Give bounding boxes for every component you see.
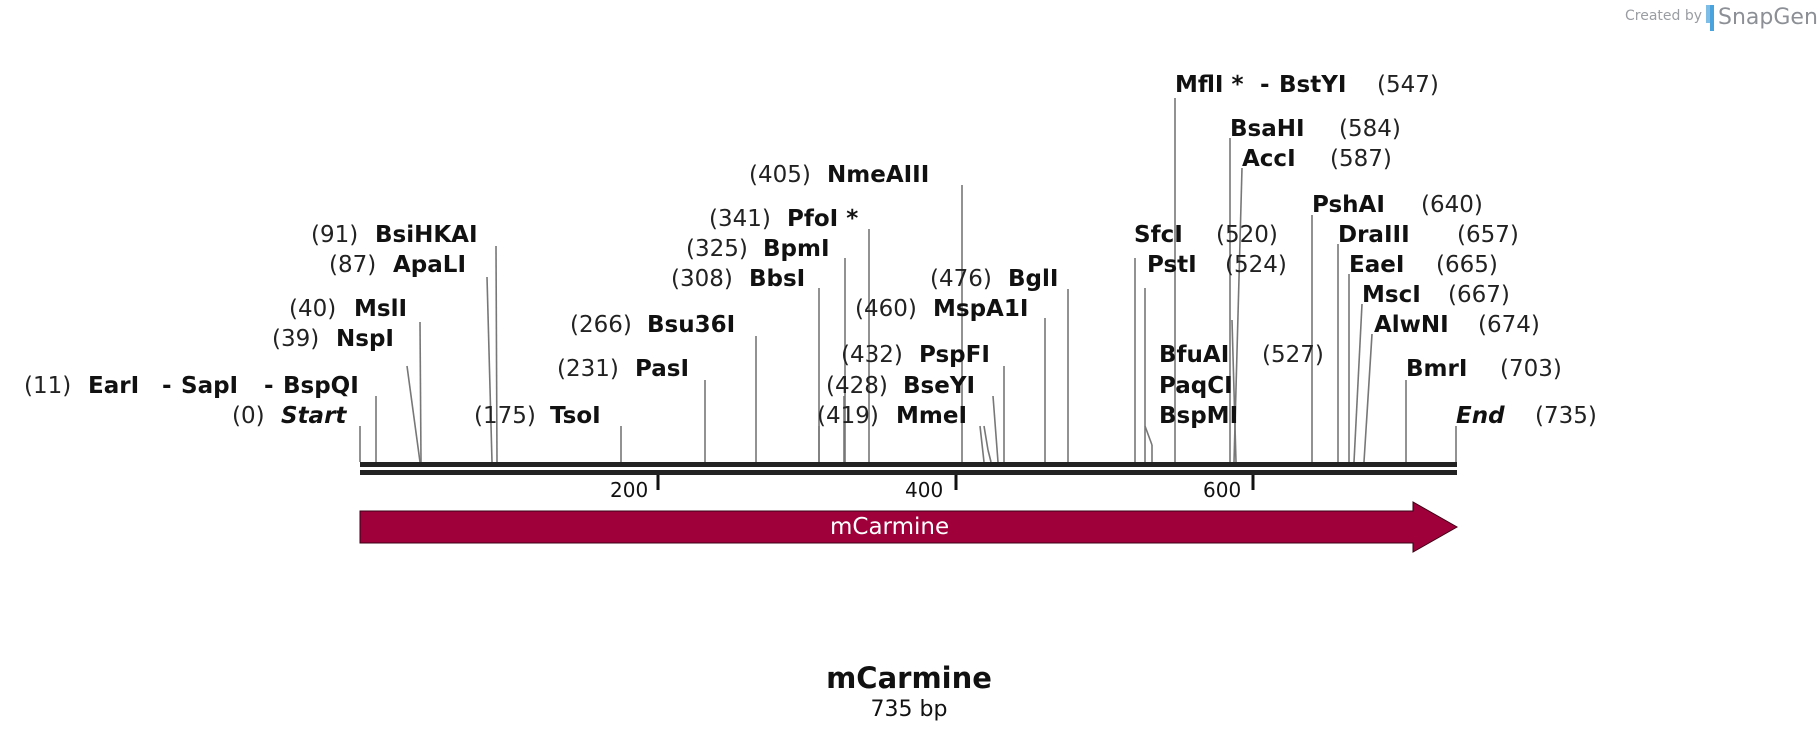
site-label-bglI: BglI <box>1008 266 1058 292</box>
site-label-bspMI: BspMI <box>1159 403 1238 429</box>
site-label-accI: AccI <box>1242 146 1296 172</box>
site-pos-bfuAI: (527) <box>1262 342 1324 368</box>
site-pos-mflI: (547) <box>1377 72 1439 98</box>
site-pos-bmrI: (703) <box>1500 356 1562 382</box>
site-pos-pasI: (231) <box>557 356 619 382</box>
site-pos-pfoI: (341) <box>709 206 771 232</box>
site-label-tsoI: TsoI <box>550 403 601 429</box>
site-pos-bpmI: (325) <box>686 236 748 262</box>
site-label-mspA1I: MspA1I <box>933 296 1028 322</box>
site-label-sapI: SapI <box>181 373 238 399</box>
site-label-bspQI: BspQI <box>283 373 359 399</box>
feature-label: mCarmine <box>830 514 949 540</box>
site-pos-earI: (11) <box>24 373 71 399</box>
site-label-bstYI: BstYI <box>1279 72 1346 98</box>
site-label-draIII: DraIII <box>1338 222 1410 248</box>
site-pos-bsiHKAI: (91) <box>311 222 358 248</box>
site-pos-bsaHI: (584) <box>1339 116 1401 142</box>
site-pos-eaeI: (665) <box>1436 252 1498 278</box>
ruler: 200 400 600 <box>610 475 1255 502</box>
site-label-mmeI: MmeI <box>896 403 967 429</box>
ruler-label-200: 200 <box>610 478 648 502</box>
sequence-strand-bottom <box>360 470 1457 475</box>
site-pos-sfcI: (520) <box>1216 222 1278 248</box>
sequence-title: mCarmine <box>826 661 992 695</box>
site-pos-mmeI: (419) <box>817 403 879 429</box>
site-label-bsu36I: Bsu36I <box>647 312 735 338</box>
site-label-pstI: PstI <box>1147 252 1197 278</box>
snapgene-brand: SnapGene <box>1718 5 1818 30</box>
site-pos-end: (735) <box>1535 403 1597 429</box>
site-label-bfuAI: BfuAI <box>1159 342 1229 368</box>
site-label-bmrI: BmrI <box>1406 356 1467 382</box>
svg-text:-: - <box>264 373 274 399</box>
site-label-nmeAIII: NmeAIII <box>827 162 929 188</box>
ruler-label-600: 600 <box>1203 478 1241 502</box>
site-label-nspI: NspI <box>336 326 394 352</box>
sequence-strand-top <box>360 462 1457 467</box>
site-label-bsiHKAI: BsiHKAI <box>375 222 478 248</box>
site-pos-pstI: (524) <box>1225 252 1287 278</box>
ruler-label-400: 400 <box>905 478 943 502</box>
site-label-pfoI: PfoI * <box>787 206 858 232</box>
site-label-mslI: MslI <box>354 296 407 322</box>
site-label-alwNI: AlwNI <box>1374 312 1449 338</box>
site-label-earI: EarI <box>88 373 139 399</box>
site-labels: (0) Start (11) EarI - SapI - BspQI (39) … <box>24 72 1597 429</box>
site-pos-mscI: (667) <box>1448 282 1510 308</box>
site-label-eaeI: EaeI <box>1349 252 1404 278</box>
site-label-pshAI: PshAI <box>1312 192 1385 218</box>
svg-text:-: - <box>1260 72 1270 98</box>
site-label-end: End <box>1456 403 1505 429</box>
site-label-mflI: MflI * <box>1175 72 1244 98</box>
site-pos-bbsI: (308) <box>671 266 733 292</box>
site-pos-mslI: (40) <box>289 296 336 322</box>
site-leader-lines <box>359 98 1457 463</box>
site-label-sfcI: SfcI <box>1134 222 1183 248</box>
site-pos-nspI: (39) <box>272 326 319 352</box>
site-label-bsaHI: BsaHI <box>1230 116 1305 142</box>
site-pos-apaLI: (87) <box>329 252 376 278</box>
site-pos-mspA1I: (460) <box>855 296 917 322</box>
site-pos-bsu36I: (266) <box>570 312 632 338</box>
site-label-start: Start <box>281 403 347 429</box>
site-pos-tsoI: (175) <box>474 403 536 429</box>
site-label-pasI: PasI <box>635 356 689 382</box>
site-label-bbsI: BbsI <box>749 266 805 292</box>
feature-arrow[interactable]: mCarmine <box>359 501 1459 553</box>
site-label-paqCI: PaqCI <box>1159 373 1233 399</box>
site-label-bseYI: BseYI <box>903 373 975 399</box>
site-pos-start: (0) <box>232 403 265 429</box>
created-by-label: Created by <box>1625 8 1702 24</box>
sequence-length: 735 bp <box>871 697 948 722</box>
site-pos-bseYI: (428) <box>826 373 888 399</box>
site-pos-pshAI: (640) <box>1421 192 1483 218</box>
site-label-pspFI: PspFI <box>919 342 990 368</box>
site-label-bpmI: BpmI <box>763 236 830 262</box>
site-pos-pspFI: (432) <box>841 342 903 368</box>
site-pos-bglI: (476) <box>930 266 992 292</box>
site-label-mscI: MscI <box>1362 282 1421 308</box>
snapgene-logo-icon <box>1706 5 1714 31</box>
site-label-apaLI: ApaLI <box>393 252 466 278</box>
site-pos-alwNI: (674) <box>1478 312 1540 338</box>
site-pos-nmeAIII: (405) <box>749 162 811 188</box>
site-pos-accI: (587) <box>1330 146 1392 172</box>
svg-text:-: - <box>162 373 172 399</box>
site-pos-draIII: (657) <box>1457 222 1519 248</box>
